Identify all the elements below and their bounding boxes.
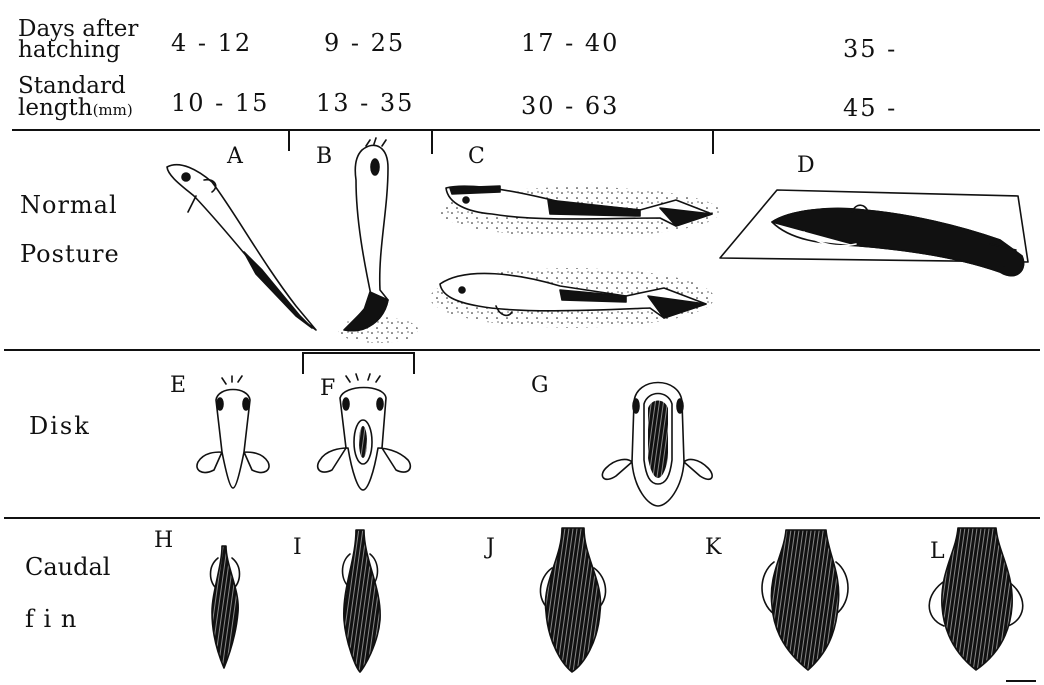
specimen-c bbox=[430, 186, 720, 328]
caudal-fin-k bbox=[762, 530, 848, 670]
specimen-e bbox=[197, 376, 269, 488]
caudal-fin-i bbox=[343, 530, 381, 672]
specimen-d bbox=[720, 190, 1028, 276]
caudal-fin-h bbox=[211, 546, 240, 668]
specimen-f bbox=[318, 374, 411, 490]
specimen-b bbox=[338, 138, 418, 343]
specimen-a bbox=[167, 165, 316, 330]
caudal-fin-j bbox=[540, 528, 605, 672]
caudal-fin-l bbox=[929, 528, 1023, 670]
specimen-g bbox=[602, 383, 712, 507]
